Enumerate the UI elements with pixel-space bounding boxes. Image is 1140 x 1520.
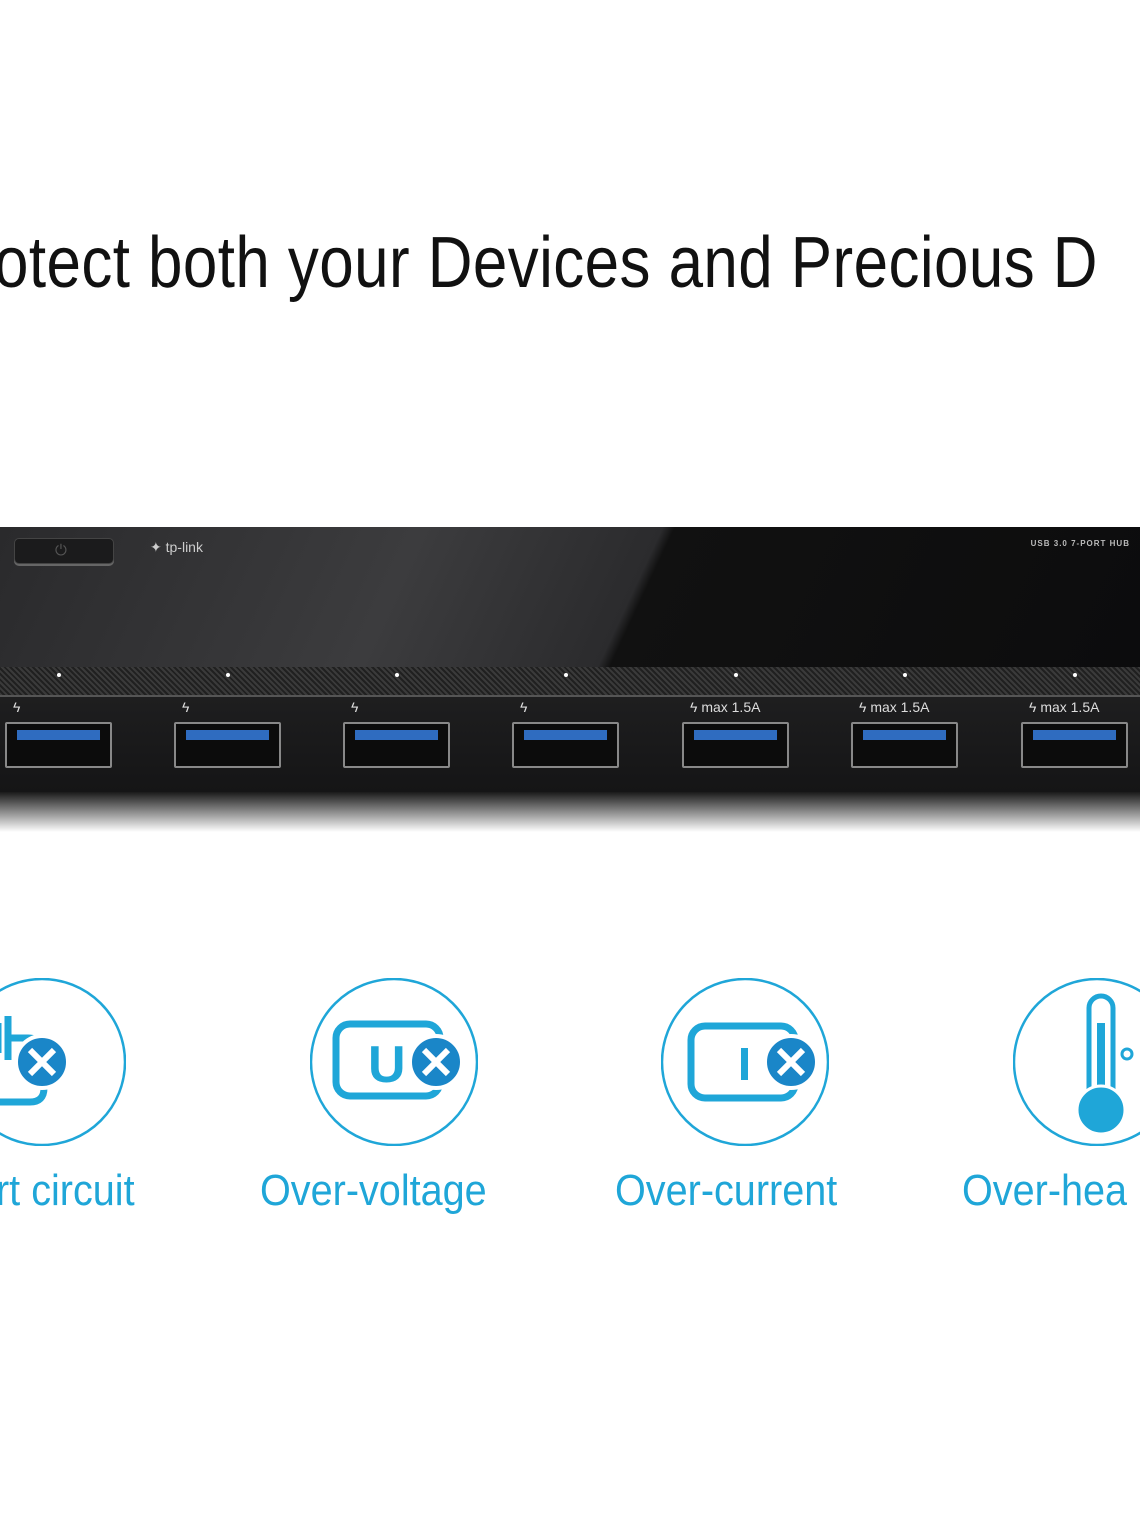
over-voltage-icon: U — [310, 978, 478, 1146]
brand-logo-text: tp-link — [165, 539, 203, 555]
lightning-icon: ϟ — [351, 699, 359, 715]
port-led — [57, 673, 61, 677]
port-label-text: max 1.5A — [1040, 699, 1100, 715]
brand-logo: ✦ tp-link — [150, 539, 203, 555]
feature-label: Over-hea — [962, 1166, 1128, 1215]
lightning-icon: ϟ — [13, 699, 21, 715]
port-tongue — [694, 730, 777, 740]
port-tongue — [863, 730, 946, 740]
port-tongue — [1033, 730, 1116, 740]
usb-port — [682, 722, 789, 768]
port-tongue — [186, 730, 269, 740]
over-heat-icon — [1013, 978, 1140, 1146]
port-led — [395, 673, 399, 677]
port-tongue — [355, 730, 438, 740]
port-led — [226, 673, 230, 677]
charging-port-label: ϟ max 1.5A — [1029, 699, 1099, 715]
lightning-icon: ϟ — [690, 699, 702, 715]
power-button: ⏻ — [14, 538, 114, 564]
lightning-icon: ϟ — [1029, 699, 1041, 715]
hub-top-panel: ⏻ ✦ tp-link USB 3.0 7-PORT HUB — [0, 527, 1140, 667]
over-current-icon — [661, 978, 829, 1146]
model-text: USB 3.0 7-PORT HUB — [1030, 539, 1130, 548]
charging-port-label: ϟ max 1.5A — [859, 699, 929, 715]
feature-label: Over-voltage — [260, 1166, 487, 1215]
lightning-icon: ϟ — [182, 699, 190, 715]
led-strip — [0, 667, 1140, 697]
charging-port-label: ϟ max 1.5A — [690, 699, 760, 715]
port-led — [1073, 673, 1077, 677]
charging-port-label: ϟ — [13, 699, 20, 715]
port-led — [903, 673, 907, 677]
usb-port — [5, 722, 112, 768]
feature-label: rt circuit — [0, 1166, 135, 1215]
port-led — [734, 673, 738, 677]
port-tongue — [17, 730, 100, 740]
charging-port-label: ϟ — [351, 699, 358, 715]
usb-port — [343, 722, 450, 768]
port-label-text: max 1.5A — [870, 699, 930, 715]
usb-port — [1021, 722, 1128, 768]
short-circuit-icon — [0, 978, 126, 1146]
feature-label: Over-current — [615, 1166, 838, 1215]
usb-port — [174, 722, 281, 768]
lightning-icon: ϟ — [520, 699, 528, 715]
usb-port — [851, 722, 958, 768]
svg-text:U: U — [368, 1036, 406, 1094]
charging-port-label: ϟ — [182, 699, 189, 715]
power-icon: ⏻ — [55, 542, 67, 559]
charging-port-label: ϟ — [520, 699, 527, 715]
headline: otect both your Devices and Precious D — [0, 223, 1098, 303]
port-tongue — [524, 730, 607, 740]
lightning-icon: ϟ — [859, 699, 871, 715]
port-label-text: max 1.5A — [701, 699, 761, 715]
hub-shadow — [0, 792, 1140, 832]
port-led — [564, 673, 568, 677]
usb-port — [512, 722, 619, 768]
usb-hub-product-image: ⏻ ✦ tp-link USB 3.0 7-PORT HUB ϟ ϟ ϟ ϟ ϟ… — [0, 527, 1140, 832]
